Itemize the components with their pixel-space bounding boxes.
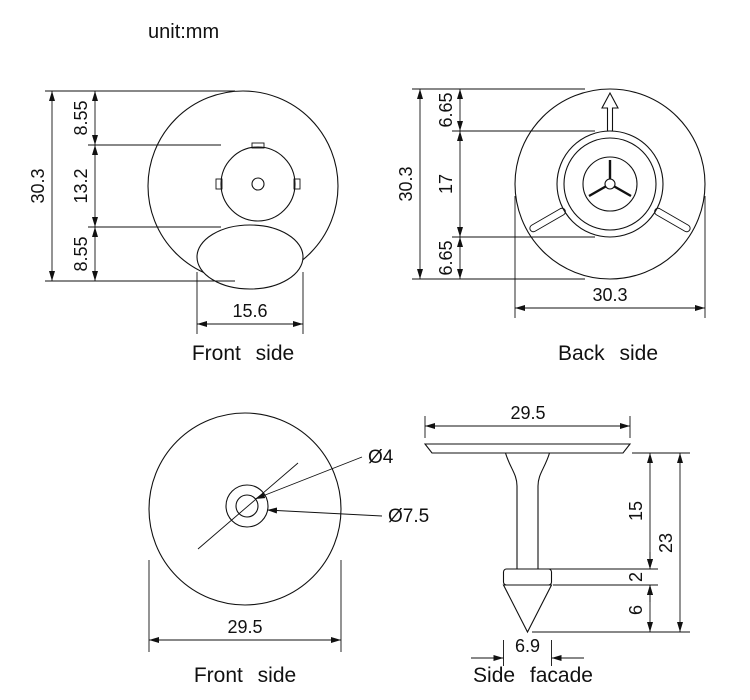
cap-flange [423, 443, 632, 454]
hub-inner-ring [563, 137, 657, 231]
dim-label-ellipse-width: 15.6 [232, 301, 267, 321]
leader-line-outer-diameter [266, 507, 383, 517]
dim-label-middle: 13.2 [71, 168, 91, 203]
unit-label: unit:mm [148, 21, 219, 43]
dim-label-tip-height: 6 [626, 605, 646, 615]
center-pin-hole [251, 177, 265, 191]
front-bottom-view-title: Front side [194, 664, 296, 687]
extension-lines-overall [45, 90, 235, 282]
dim-label-overall-height: 30.3 [396, 166, 416, 201]
dim-label-bottom: 6.65 [436, 240, 456, 275]
dim-label-top: 8.55 [71, 100, 91, 135]
dim-label-cap-width: 29.5 [510, 403, 545, 423]
dim-label-middle: 17 [436, 174, 456, 194]
extension-lines-segments [88, 144, 221, 228]
hub-center-circle [582, 156, 638, 212]
dim-label-bottom: 8.55 [71, 236, 91, 271]
back-outer-circle [514, 88, 706, 280]
dim-label-overall-height: 30.3 [28, 168, 48, 203]
button-top-tab [251, 142, 265, 149]
collar [502, 568, 553, 586]
dim-label-shaft-height: 15 [626, 501, 646, 521]
bottom-ellipse-flap [196, 224, 304, 290]
extension-lines-overall [412, 88, 585, 280]
extension-lines-width [514, 196, 706, 318]
stem-left-edge [504, 452, 518, 569]
up-arrow-icon [601, 91, 619, 132]
wing-lower-right [654, 207, 691, 233]
tag-outer-circle [148, 412, 342, 606]
wing-outline [529, 207, 566, 233]
wing-lower-left [529, 207, 566, 233]
dim-label-overall-width: 29.5 [227, 617, 262, 637]
cone-tip [502, 584, 553, 634]
button-left-tab [215, 178, 223, 190]
front-top-view: 30.3 8.55 13.2 8.55 15.6 Front side [28, 90, 339, 365]
hole-inner-circle [235, 494, 259, 518]
side-facade-view-title: Side facade [473, 664, 593, 687]
back-view-title: Back side [558, 342, 658, 365]
dim-label-overall-width: 30.3 [592, 285, 627, 305]
dim-label-outer-diameter: Ø7.5 [388, 506, 429, 527]
y-shaped-slots [588, 160, 632, 198]
hub-center-dot [604, 178, 616, 190]
dim-label-top: 6.65 [436, 92, 456, 127]
stem-right-edge [537, 452, 551, 569]
front-top-view-title: Front side [192, 342, 294, 365]
leader-line-inner-diameter [254, 456, 363, 500]
button-right-tab [293, 178, 301, 190]
extension-lines-width [148, 560, 342, 652]
wing-outline [654, 207, 691, 233]
side-facade-view: 29.5 15 2 6 23 6.9 Side facade [423, 403, 690, 687]
extension-lines-tip-width [503, 640, 552, 666]
dim-label-collar-height: 2 [626, 572, 646, 582]
center-axis-line [197, 462, 299, 550]
dim-label-overall-height: 23 [656, 533, 676, 553]
tag-button-circle [220, 146, 296, 222]
hole-outer-circle [225, 484, 269, 528]
dim-label-inner-diameter: Ø4 [368, 447, 394, 468]
dim-label-tip-width: 6.9 [515, 636, 540, 656]
front-bottom-view: Ø4 Ø7.5 29.5 Front side [148, 412, 429, 687]
extension-lines-segments [452, 130, 595, 238]
back-view: 30.3 6.65 17 6.65 30.3 Back side [396, 88, 706, 365]
extension-lines-right [532, 452, 690, 633]
